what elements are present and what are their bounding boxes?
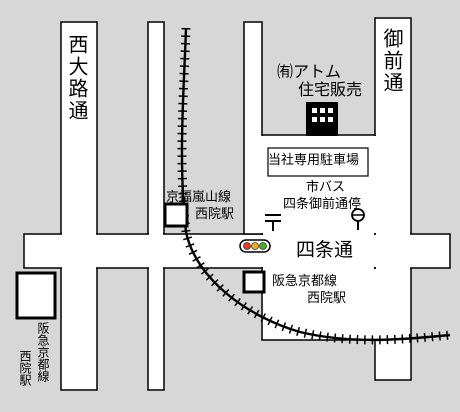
fill-onmae-cross [376, 233, 410, 269]
hankyu-vertical-label-b: 西院駅 [18, 350, 32, 386]
keifuku-station-label-line2: 西院駅 [195, 207, 235, 222]
fill-small-cross [149, 233, 163, 269]
bus-stop-label-line2: 四条御前通停 [283, 197, 362, 212]
hankyu-station-large-square [15, 271, 57, 320]
fill-block-onmae-n [372, 136, 378, 233]
road-block-south [261, 267, 376, 341]
fill-shijo-west [25, 235, 61, 267]
hankyu-station-label-line2: 西院駅 [307, 291, 347, 306]
parking-lot-icon [267, 147, 369, 177]
keifuku-station-square [163, 202, 189, 228]
fill-block-onmae-s [372, 269, 378, 339]
fill-stub-join [245, 136, 265, 233]
keifuku-station-label-line1: 京福嵐山線 [166, 190, 232, 205]
traffic-light-icon [239, 239, 271, 253]
post-office-mark-icon [265, 214, 281, 231]
street-label-shijo: 四条通 [296, 239, 354, 261]
hankyu-station-label-line1: 阪急京都線 [272, 274, 338, 289]
road-nishioji [60, 21, 98, 391]
railway-track-icon [177, 27, 451, 345]
street-label-onmae: 御前通 [380, 28, 404, 94]
road-fills [25, 136, 449, 339]
bus-stop-icon [351, 208, 365, 230]
fill-shijo-a [97, 235, 148, 267]
street-label-nishioji: 西大路通 [65, 34, 89, 122]
road-onmae [374, 17, 412, 381]
bus-stop-label-line1: 市バス [306, 180, 346, 195]
hankyu-vertical-label-a: 阪急京都線 [36, 322, 50, 382]
parking-label: 当社専用駐車場 [268, 153, 360, 168]
fill-block-join-n [263, 228, 374, 236]
fill-shijo-east [411, 235, 449, 267]
hankyu-station-square [242, 270, 266, 294]
fill-nishioji-cross [62, 233, 96, 269]
fill-block-join-s [263, 266, 374, 270]
office-building-icon [306, 102, 338, 136]
company-name-line2: 住宅販売 [298, 80, 363, 99]
company-name-line1: ㈲アトム [277, 62, 342, 81]
railway-line [180, 27, 451, 342]
road-small-north-south [147, 21, 165, 391]
